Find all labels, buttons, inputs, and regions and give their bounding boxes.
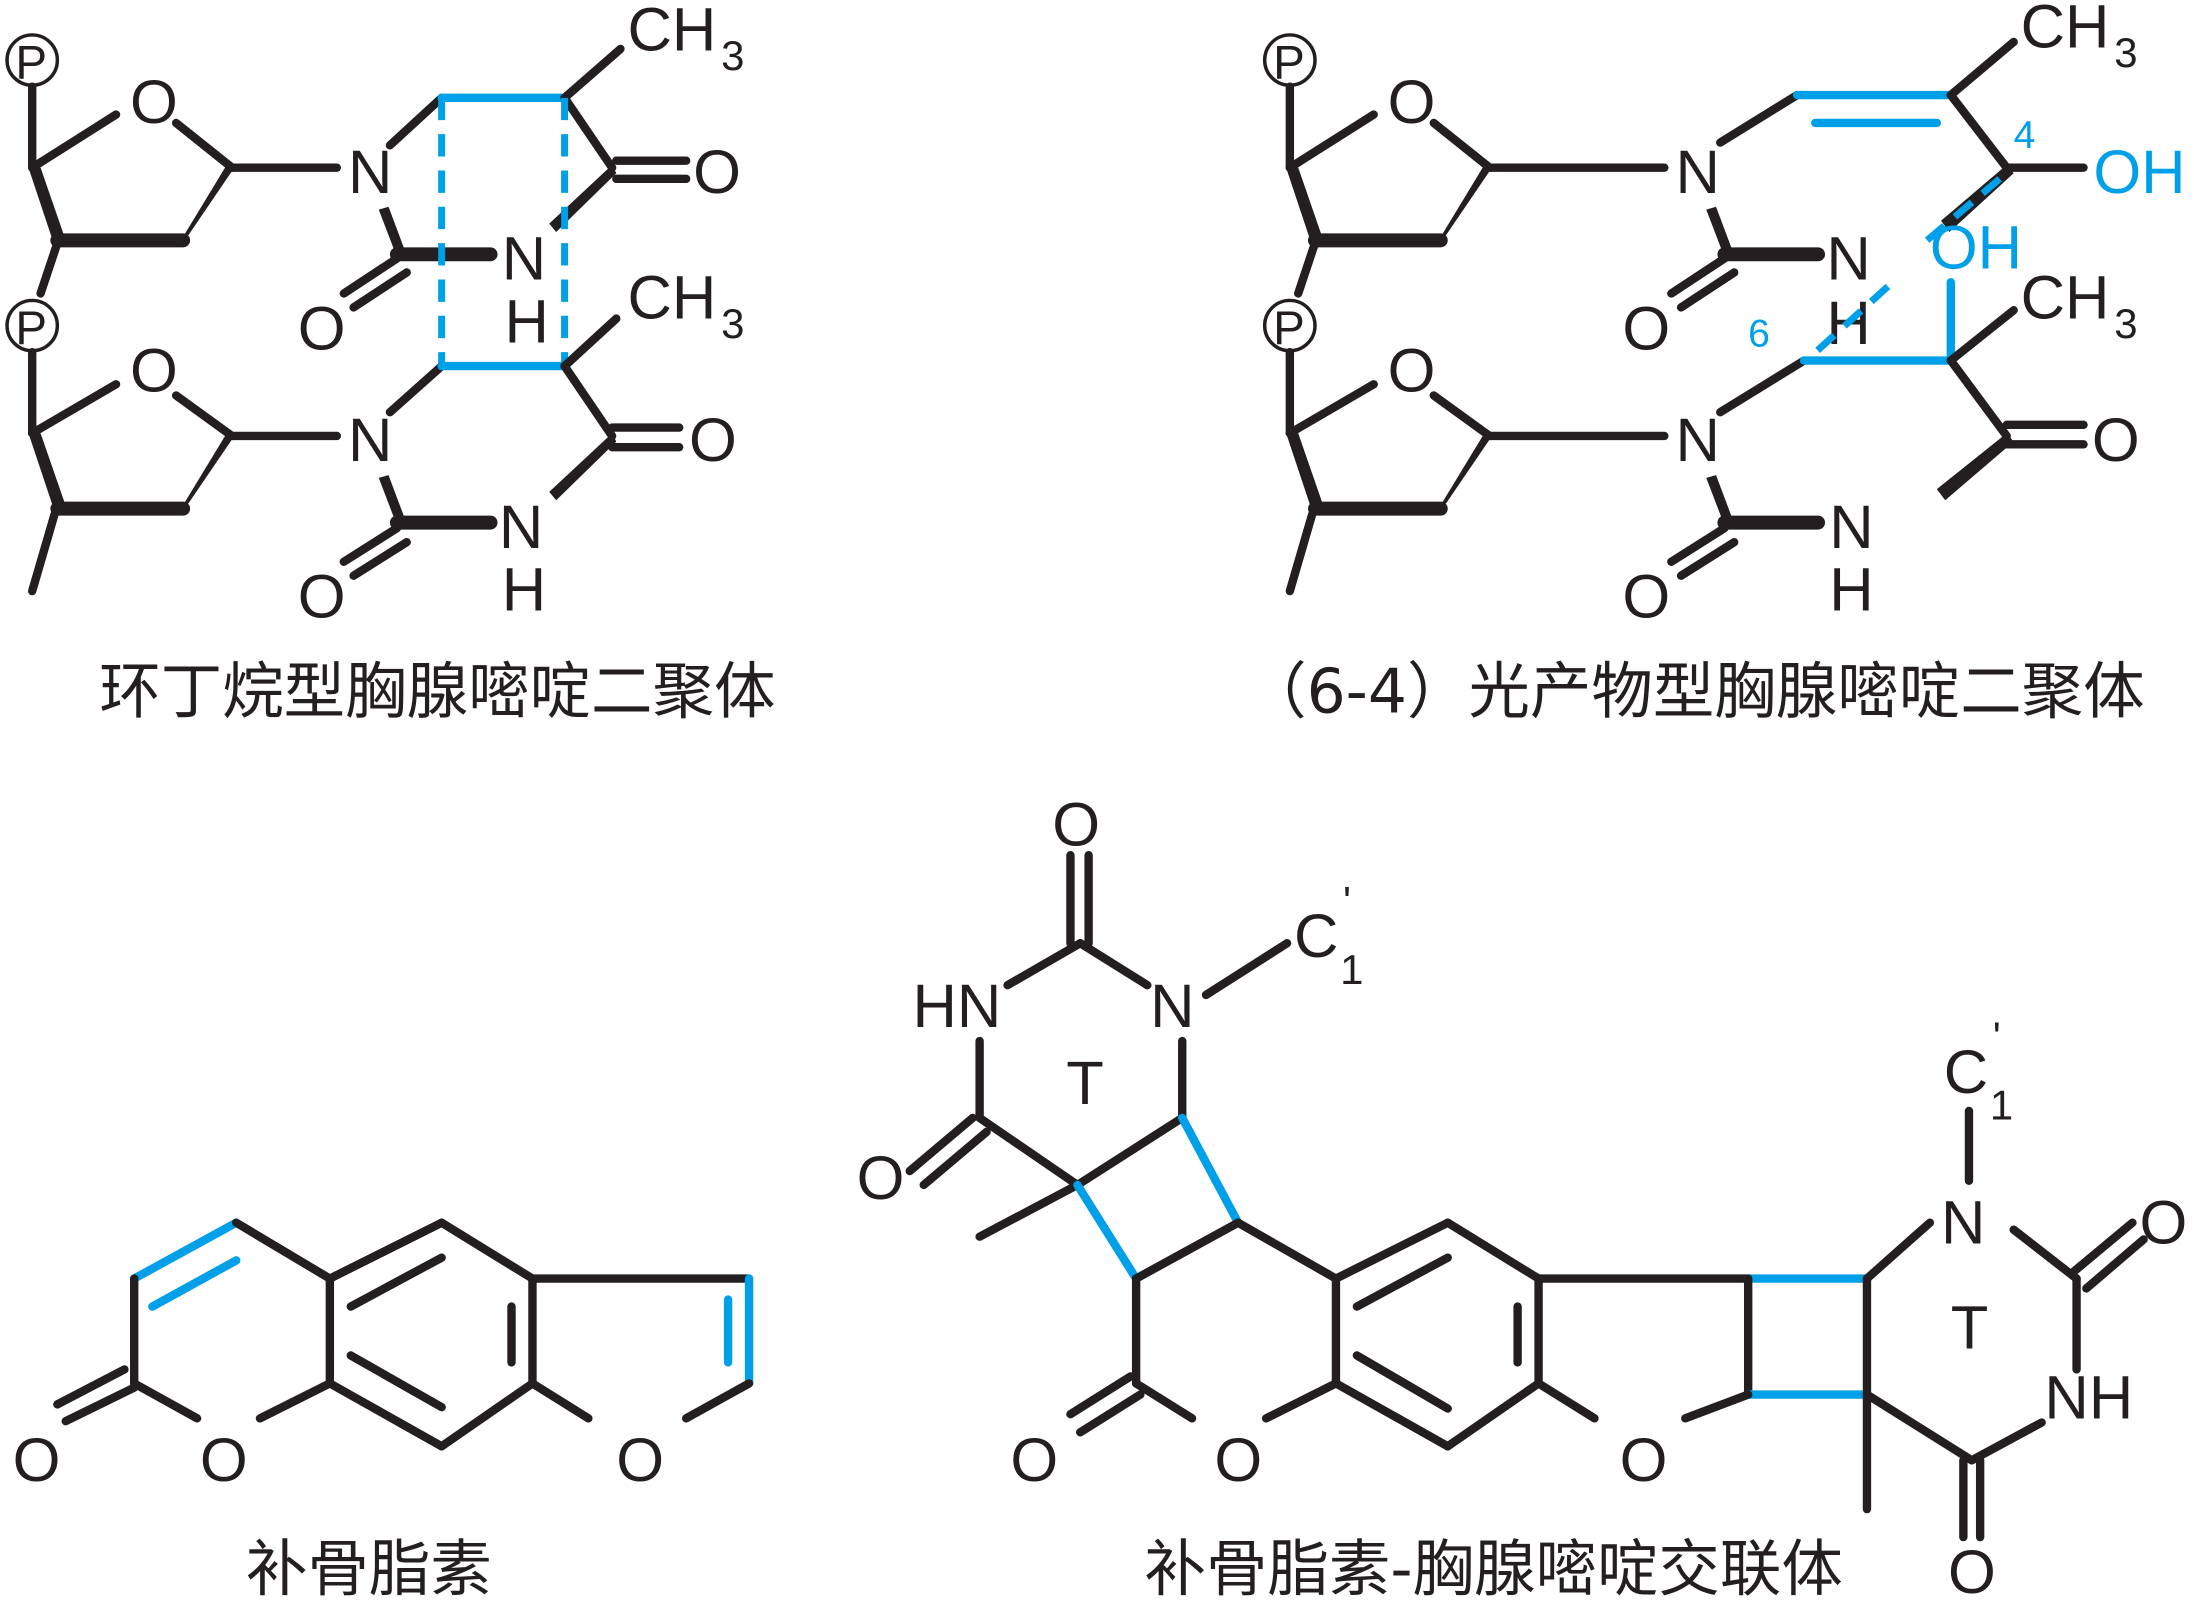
phosphate-label: P bbox=[15, 36, 47, 89]
carbonyl-o-label: O bbox=[689, 406, 737, 475]
ring-oxygen-label: O bbox=[130, 68, 178, 137]
position-6-label: 6 bbox=[1748, 313, 1770, 356]
t2-carbonyl-o-label: O bbox=[2139, 1189, 2187, 1258]
phosphate-label: P bbox=[1273, 36, 1305, 89]
ring-oxygen-label: O bbox=[1388, 336, 1436, 405]
n1-label: N bbox=[1676, 406, 1720, 475]
furan-o-label: O bbox=[616, 1426, 664, 1495]
caption-photoproduct-64: （6-4）光产物型胸腺嘧啶二聚体 bbox=[1245, 657, 2145, 728]
c2-o-label: O bbox=[1622, 563, 1670, 632]
methyl-label: CH bbox=[2021, 264, 2110, 333]
furan-o-label: O bbox=[1620, 1426, 1668, 1495]
n3-label: N bbox=[1826, 224, 1870, 293]
photoproduct-64-structure: P O N CH 3 4 OH N H O OH 6 P bbox=[1262, 0, 2186, 632]
ring-oxygen-label: O bbox=[1388, 68, 1436, 137]
caption-cyclobutane-dimer: 环丁烷型胸腺嘧啶二聚体 bbox=[99, 657, 775, 728]
prime-mark: ' bbox=[1993, 1013, 2001, 1060]
carbonyl-o-label: O bbox=[2092, 406, 2140, 475]
lactone-carbonyl-o-label: O bbox=[1010, 1426, 1058, 1495]
n1-label: N bbox=[348, 406, 392, 475]
methyl-subscript: 3 bbox=[2114, 300, 2137, 347]
c5-hydroxyl-label: OH bbox=[1930, 213, 2022, 282]
methyl-label: CH bbox=[627, 0, 716, 64]
c1-subscript: 1 bbox=[1990, 1081, 2013, 1128]
t2-bottom-o-label: O bbox=[1948, 1538, 1996, 1600]
thymine-ring-label: T bbox=[1066, 1049, 1104, 1118]
t1-carbonyl-o-label: O bbox=[857, 1144, 905, 1213]
n3-h-label: H bbox=[505, 287, 549, 356]
n-label: N bbox=[1150, 972, 1194, 1041]
c1-subscript: 1 bbox=[1340, 946, 1363, 993]
methyl-subscript: 3 bbox=[721, 32, 744, 79]
phosphate-label: P bbox=[15, 302, 47, 355]
lactone-o-label: O bbox=[1214, 1426, 1262, 1495]
methyl-subscript: 3 bbox=[2114, 29, 2137, 76]
n3-label: N bbox=[502, 224, 546, 293]
top-carbonyl-o-label: O bbox=[1052, 790, 1100, 859]
c1-prime-label: C bbox=[1944, 1038, 1988, 1107]
psoralen-thymine-crosslink-structure: O HN N C 1 ' T O O O bbox=[857, 790, 2188, 1600]
carbonyl-o-label: O bbox=[13, 1426, 61, 1495]
n3-h-label: H bbox=[1829, 556, 1873, 625]
thymine-ring-label: T bbox=[1951, 1293, 1989, 1362]
methyl-label: CH bbox=[627, 264, 716, 333]
c1-prime-label: C bbox=[1294, 902, 1338, 971]
n3-h-label: H bbox=[502, 556, 546, 625]
caption-psoralen-thymine-crosslink: 补骨脂素-胸腺嘧啶交联体 bbox=[1145, 1534, 1843, 1600]
position-4-label: 4 bbox=[2014, 114, 2036, 157]
n3-label: N bbox=[499, 493, 543, 562]
phosphate-label: P bbox=[1273, 302, 1305, 355]
cyclobutane-dimer-structure: P O N CH 3 O N H O P O bbox=[5, 0, 744, 632]
caption-psoralen: 补骨脂素 bbox=[246, 1534, 492, 1600]
lactone-o-label: O bbox=[200, 1426, 248, 1495]
prime-mark: ' bbox=[1343, 877, 1351, 924]
c2-o-label: O bbox=[1622, 294, 1670, 363]
hn-label: HN bbox=[913, 972, 1002, 1041]
c2-o-label: O bbox=[298, 294, 346, 363]
psoralen-structure: O O O bbox=[13, 1218, 754, 1495]
c2-o-label: O bbox=[298, 563, 346, 632]
n1-label: N bbox=[1676, 138, 1720, 207]
nh-label: NH bbox=[2044, 1363, 2133, 1432]
ring-oxygen-label: O bbox=[130, 336, 178, 405]
methyl-subscript: 3 bbox=[721, 300, 744, 347]
carbonyl-o-label: O bbox=[693, 138, 741, 207]
n3-label: N bbox=[1829, 493, 1873, 562]
n1-label: N bbox=[348, 138, 392, 207]
n-label: N bbox=[1941, 1189, 1985, 1258]
c4-hydroxyl-label: OH bbox=[2093, 138, 2185, 207]
methyl-label: CH bbox=[2021, 0, 2110, 62]
